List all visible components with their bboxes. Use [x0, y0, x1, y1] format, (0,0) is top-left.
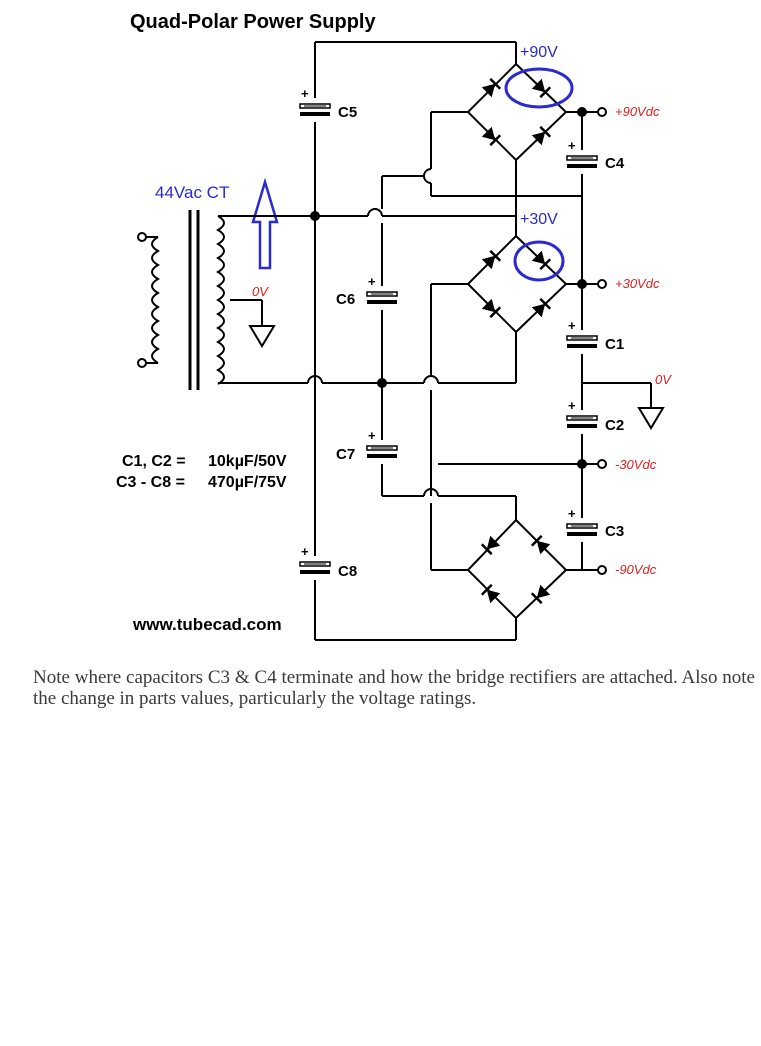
bridge-rectifier-neg90v — [466, 518, 568, 620]
transformer — [137, 210, 276, 390]
schematic-diagram: + Quad-Polar Power Supply 44Vac CT 0V — [116, 11, 672, 641]
website-label: www.tubecad.com — [132, 615, 282, 634]
parts-names-1: C1, C2 = — [122, 453, 186, 470]
cap-label-c6: C6 — [336, 291, 355, 308]
ground-symbol-ct — [248, 325, 276, 348]
primary-terminal-top — [137, 232, 147, 242]
cap-label-c3: C3 — [605, 523, 624, 540]
caption-note: Note where capacitors C3 & C4 terminate … — [33, 667, 755, 709]
cap-label-c4: C4 — [605, 155, 625, 172]
output-terminal-neg30 — [597, 459, 607, 469]
up-arrow-annotation — [251, 177, 279, 270]
parts-value-2: 470µF/75V — [208, 474, 287, 491]
cap-label-c7: C7 — [336, 446, 355, 463]
bridge-rectifier-90v — [466, 62, 568, 162]
cap-label-c1: C1 — [605, 336, 624, 353]
parts-value-1: 10kµF/50V — [208, 453, 287, 470]
highlight-circle-30v-diode — [513, 240, 565, 282]
parts-names-2: C3 - C8 = — [116, 474, 185, 491]
output-label-pos30: +30Vdc — [615, 276, 660, 291]
transformer-label: 44Vac CT — [155, 183, 229, 202]
output-label-neg30: -30Vdc — [615, 457, 657, 472]
junction-dot — [577, 107, 587, 117]
diagram-title: Quad-Polar Power Supply — [130, 11, 376, 33]
output-0v-label: 0V — [655, 372, 672, 387]
primary-terminal-bottom — [137, 358, 147, 368]
junction-dot — [377, 378, 387, 388]
bridge-rectifier-30v — [466, 234, 568, 334]
center-tap-0v-label: 0V — [252, 284, 269, 299]
output-terminal-neg90 — [597, 565, 607, 575]
junction-dot — [577, 459, 587, 469]
highlight-circle-90v-diode — [504, 67, 574, 109]
junction-dot — [310, 211, 320, 221]
cap-label-c8: C8 — [338, 563, 357, 580]
rail-label-pos30: +30V — [520, 211, 558, 228]
output-terminal-pos90 — [597, 107, 607, 117]
ground-symbol-output — [637, 407, 665, 430]
rail-label-pos90: +90V — [520, 44, 558, 61]
cap-label-c2: C2 — [605, 417, 624, 434]
output-label-neg90: -90Vdc — [615, 562, 657, 577]
output-label-pos90: +90Vdc — [615, 104, 660, 119]
cap-label-c5: C5 — [338, 104, 357, 121]
output-terminal-pos30 — [597, 279, 607, 289]
